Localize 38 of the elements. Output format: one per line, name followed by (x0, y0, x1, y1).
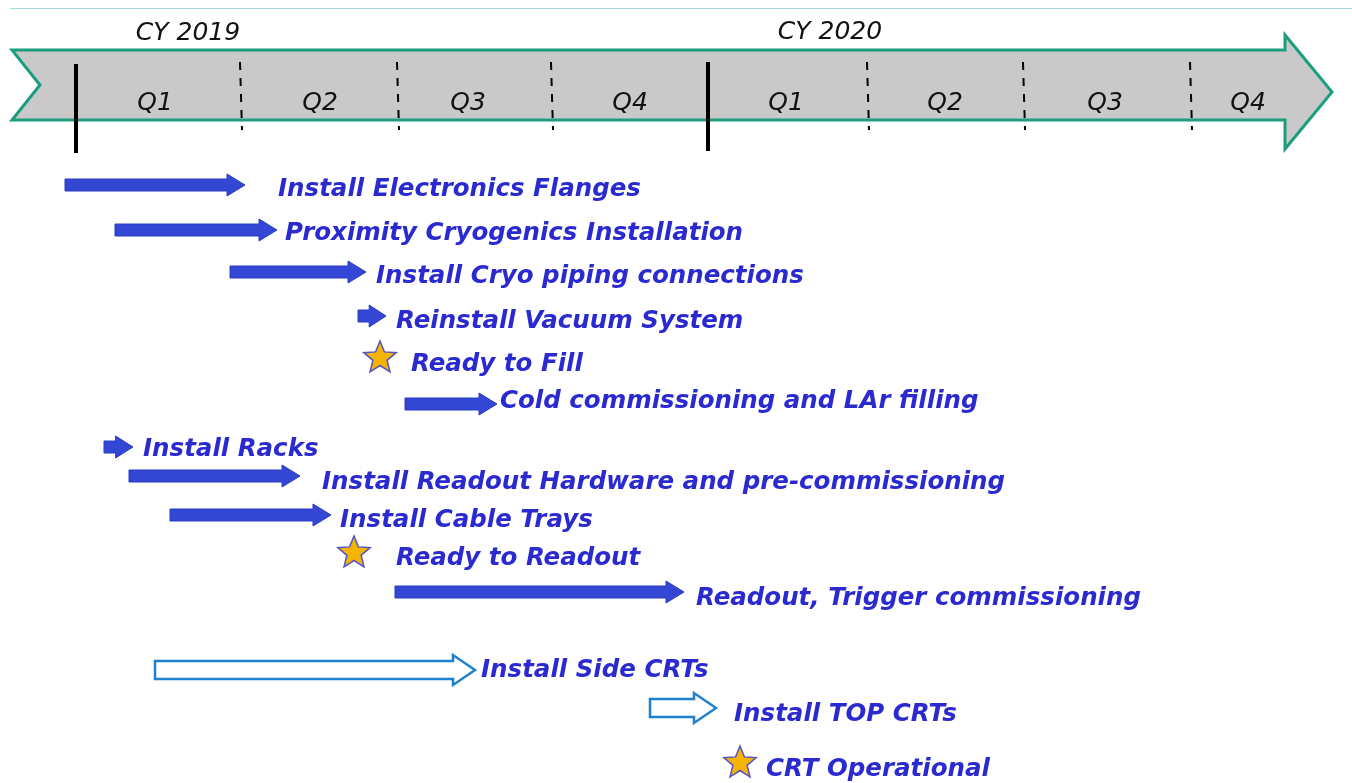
duration-bar (358, 305, 386, 327)
outlined-duration-bar (650, 693, 716, 723)
duration-bar (395, 581, 684, 603)
duration-bar (129, 465, 300, 487)
star-icon (337, 536, 371, 570)
task-label: Ready to Readout (396, 542, 641, 572)
task-label: Install Electronics Flanges (278, 173, 641, 203)
task-label: Install TOP CRTs (734, 698, 957, 728)
task-label: Reinstall Vacuum System (396, 305, 744, 335)
quarter-label: Q3 (1087, 88, 1123, 116)
quarter-label: Q2 (302, 88, 338, 116)
quarter-label: Q1 (768, 88, 804, 116)
star-icon (723, 746, 757, 780)
task-label: Proximity Cryogenics Installation (285, 217, 744, 247)
task-label: Cold commissioning and LAr filling (500, 385, 979, 415)
quarter-label: Q3 (450, 88, 486, 116)
task-label: Install Side CRTs (481, 654, 709, 684)
year-label: CY 2019 (135, 18, 241, 46)
duration-bar (104, 436, 133, 458)
duration-bar (170, 504, 331, 526)
star-icon (363, 341, 397, 375)
duration-bar (65, 174, 245, 196)
task-label: Readout, Trigger commissioning (696, 582, 1141, 612)
task-label: Install Cryo piping connections (376, 260, 804, 290)
quarter-label: Q4 (1230, 88, 1266, 116)
task-label: Install Racks (143, 433, 319, 463)
task-label: Install Cable Trays (340, 504, 593, 534)
task-label: CRT Operational (766, 753, 990, 783)
quarter-label: Q4 (612, 88, 648, 116)
duration-bar (405, 393, 497, 415)
quarter-label: Q1 (137, 88, 173, 116)
outlined-duration-bar (155, 655, 475, 685)
task-label: Install Readout Hardware and pre-commissioning (322, 466, 1006, 496)
year-label: CY 2020 (777, 17, 883, 45)
duration-bar (115, 219, 277, 241)
duration-bar (230, 261, 366, 283)
task-label: Ready to Fill (411, 348, 583, 378)
quarter-label: Q2 (927, 88, 963, 116)
